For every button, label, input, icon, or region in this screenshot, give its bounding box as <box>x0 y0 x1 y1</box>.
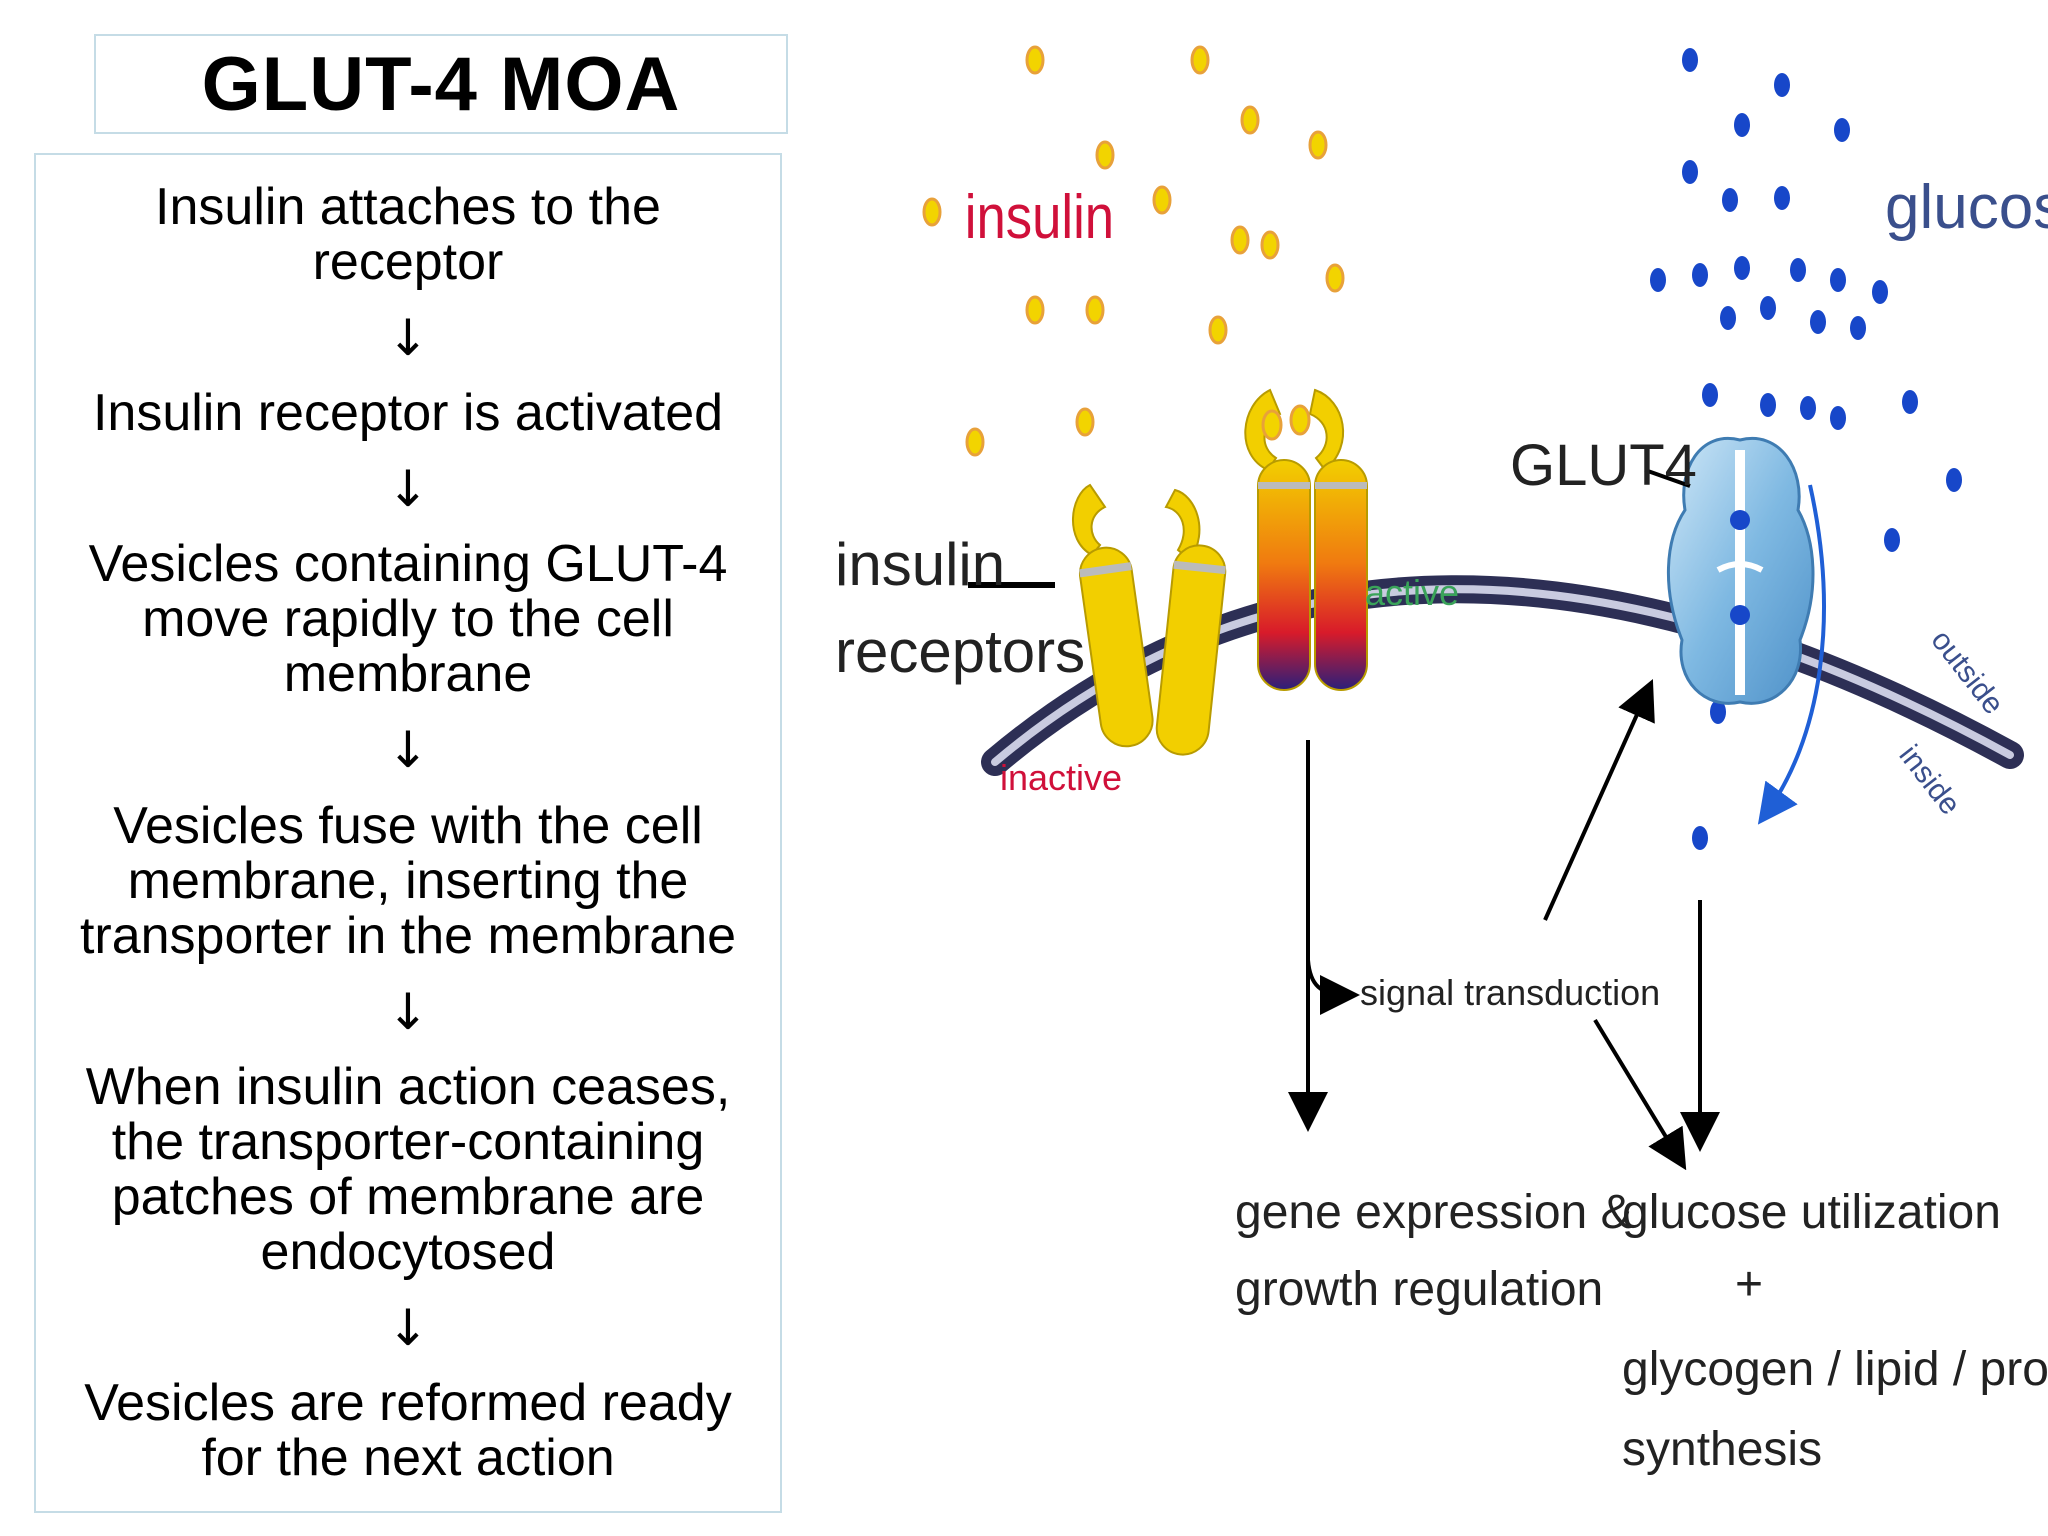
glucose-molecule-icon <box>1946 468 1962 492</box>
glucose-molecule-icon <box>1774 73 1790 97</box>
glucose-molecule-icon <box>1734 113 1750 137</box>
steps-panel: Insulin attaches to the receptor ↓ Insul… <box>34 153 782 1513</box>
insulin-molecule-icon <box>1208 315 1228 345</box>
down-arrow-icon: ↓ <box>387 982 429 1041</box>
insulin-molecules <box>965 45 1345 457</box>
glucose-molecule-icon <box>1872 280 1888 304</box>
insulin-molecule-icon <box>1260 230 1280 260</box>
glucose-molecule-icon <box>1830 406 1846 430</box>
glucose-entry-arrow <box>1757 484 1826 825</box>
glucose-molecule-icon <box>1774 186 1790 210</box>
down-arrow-icon: ↓ <box>387 460 429 519</box>
down-arrow-icon: ↓ <box>387 1298 429 1357</box>
glucose-molecule-icon <box>1734 256 1750 280</box>
down-arrow-icon: ↓ <box>387 309 429 368</box>
synthesis-label-line2: synthesis <box>1622 1423 1822 1476</box>
glucose-utilization-label: glucose utilization <box>1622 1186 2001 1239</box>
insulin-molecule-icon <box>965 427 985 457</box>
insulin-legend-dot <box>922 197 942 227</box>
glucose-molecule-icon <box>1800 396 1816 420</box>
insulin-receptors-label-line1: insulin <box>835 531 1005 598</box>
glucose-molecule-icon <box>1682 48 1698 72</box>
title-box: GLUT-4 MOA <box>94 34 788 134</box>
step-1-text: Insulin attaches to the receptor <box>155 178 661 292</box>
inside-label: inside <box>1892 739 1966 821</box>
step-2-text: Insulin receptor is activated <box>92 384 724 443</box>
insulin-receptors-label-line2: receptors <box>835 618 1085 685</box>
insulin-molecule-icon <box>1190 45 1210 75</box>
glucose-molecule-icon <box>1884 528 1900 552</box>
pathway-arrow-signal-to-glucose-util <box>1593 1018 1687 1171</box>
synthesis-label-line1: glycogen / lipid / protein <box>1622 1343 2048 1396</box>
glucose-molecule-icon <box>1834 118 1850 142</box>
step-5-text: When insulin action ceases, the transpor… <box>85 1057 731 1281</box>
insulin-molecule-icon <box>1308 130 1328 160</box>
glucose-molecule-icon <box>1702 383 1718 407</box>
glucose-molecule-icon <box>1650 268 1666 292</box>
active-label: active <box>1365 572 1459 613</box>
glucose-molecule-icon <box>1902 390 1918 414</box>
glucose-molecule-icon <box>1760 296 1776 320</box>
gene-expression-label-line2: growth regulation <box>1235 1263 1603 1316</box>
active-receptor <box>1244 388 1368 691</box>
glucose-molecule-icon <box>1722 188 1738 212</box>
gene-expression-label-line1: gene expression & <box>1235 1186 1633 1239</box>
glucose-molecule-icon <box>1810 310 1826 334</box>
glucose-molecule-icon <box>1760 393 1776 417</box>
inactive-label: inactive <box>1000 757 1122 798</box>
pathway-arrow-to-signal <box>1306 959 1360 1015</box>
glucose-molecules <box>1650 48 1962 850</box>
insulin-molecule-icon <box>1325 263 1345 293</box>
glucose-molecule-icon <box>1682 160 1698 184</box>
glucose-molecule-icon <box>1850 316 1866 340</box>
insulin-molecule-icon <box>1240 105 1260 135</box>
step-3-text: Vesicles containing GLUT-4 move rapidly … <box>88 535 728 704</box>
glucose-molecule-icon <box>1790 258 1806 282</box>
insulin-molecule-icon <box>1025 295 1045 325</box>
signal-transduction-label: signal transduction <box>1360 972 1660 1013</box>
insulin-molecule-icon <box>1085 295 1105 325</box>
insulin-molecule-icon <box>1152 185 1172 215</box>
step-4-text: Vesicles fuse with the cell membrane, in… <box>79 796 737 965</box>
insulin-molecule-icon <box>1075 407 1095 437</box>
step-6-text: Vesicles are reformed ready for the next… <box>84 1373 732 1487</box>
insulin-label: insulin <box>965 183 1114 252</box>
page-title: GLUT-4 MOA <box>201 41 681 127</box>
pathway-arrow-signal-to-glut4 <box>1543 679 1655 921</box>
glucose-molecule-icon <box>1830 268 1846 292</box>
glucose-molecule-icon <box>1720 306 1736 330</box>
insulin-molecule-icon <box>1095 140 1115 170</box>
glucose-molecule-icon <box>1692 263 1708 287</box>
plus-label: + <box>1735 1258 1763 1311</box>
glut4-transporter <box>1667 437 1815 705</box>
glucose-molecule-icon <box>1710 700 1726 724</box>
glut4-pointer-line <box>1644 468 1691 488</box>
inactive-receptor <box>1072 483 1227 756</box>
glucose-label: glucose <box>1885 173 2048 242</box>
glut4-label: GLUT4 <box>1510 433 1697 498</box>
insulin-molecule-icon <box>1025 45 1045 75</box>
down-arrow-icon: ↓ <box>387 721 429 780</box>
glucose-molecule-icon <box>1692 826 1708 850</box>
insulin-molecule-icon <box>1230 225 1250 255</box>
